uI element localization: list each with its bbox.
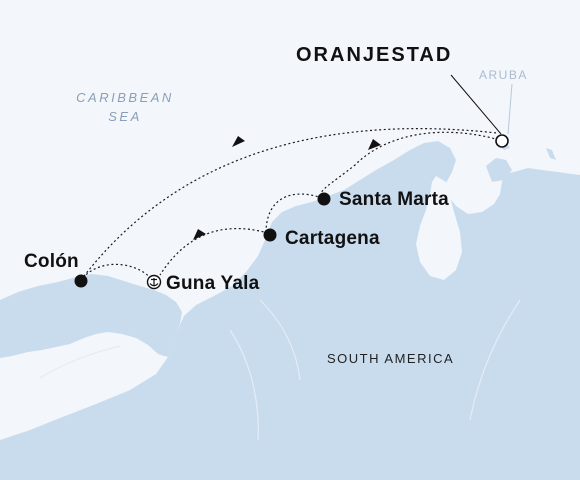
origin-marker: [495, 134, 509, 148]
island-leader-line: [507, 83, 513, 135]
arrow-icon: [232, 136, 245, 147]
anchor-icon: [146, 274, 162, 290]
origin-leader-line: [450, 74, 502, 135]
sea-label-line-2: SEA: [108, 109, 142, 124]
sea-label-line-1: CARIBBEAN: [76, 90, 174, 105]
island-curacao: [546, 148, 556, 160]
route-lines: [80, 128, 504, 283]
origin-port-label: ORANJESTAD: [296, 44, 453, 66]
island-label-aruba: ARUBA: [479, 68, 528, 82]
port-label-guna-yala: Guna Yala: [166, 273, 260, 294]
route-oranjestad-santa-marta: [319, 131, 504, 199]
route-colon-oranjestad: [80, 128, 498, 281]
route-santa-marta-cartagena: [265, 193, 323, 234]
river-4: [469, 299, 521, 421]
lake-maracaibo: [416, 176, 462, 280]
port-label-cartagena: Cartagena: [285, 228, 380, 249]
route-guna-yala-colon: [80, 263, 155, 283]
land-paraguana: [486, 158, 512, 182]
land-central-america: [0, 274, 182, 358]
river-1: [39, 345, 121, 379]
region-label: SOUTH AMERICA: [327, 351, 455, 366]
river-3: [229, 329, 259, 441]
route-arrows: [193, 136, 381, 240]
sea-label: CARIBBEAN SEA: [64, 88, 186, 126]
port-label-colon: Colón: [24, 251, 79, 272]
port-label-santa-marta: Santa Marta: [339, 189, 449, 210]
route-cartagena-guna-yala: [159, 227, 269, 276]
port-marker-colon: [74, 274, 88, 288]
arrow-icon: [193, 229, 206, 240]
river-2: [259, 299, 301, 381]
island-small-2: [134, 328, 142, 332]
arrow-icon: [368, 139, 381, 150]
port-marker-cartagena: [263, 228, 277, 242]
island-small-1: [116, 321, 128, 327]
port-marker-santa-marta: [317, 192, 331, 206]
